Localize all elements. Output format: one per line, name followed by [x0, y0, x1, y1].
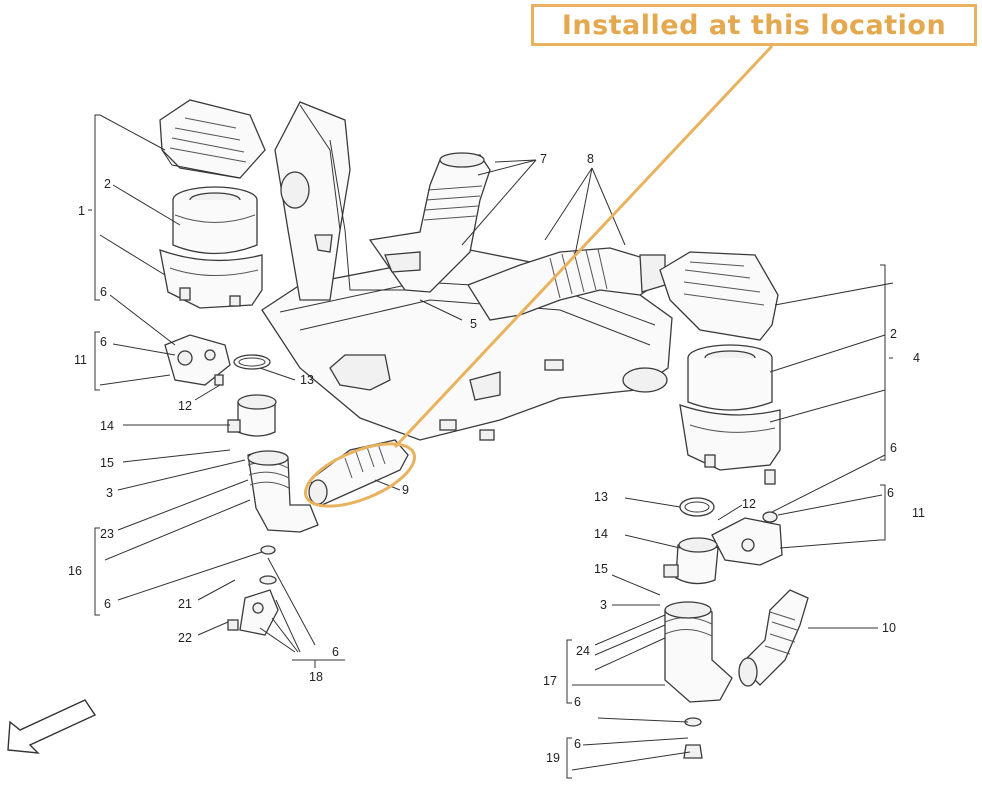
label-13-right: 13 — [594, 490, 608, 504]
label-6-left-a: 6 — [100, 285, 107, 299]
label-21: 21 — [178, 597, 192, 611]
label-23: 23 — [100, 527, 114, 541]
direction-arrow-icon — [7, 699, 97, 754]
location-highlight — [303, 44, 774, 508]
label-16: 16 — [68, 564, 82, 578]
label-15-left: 15 — [100, 456, 114, 470]
label-10: 10 — [882, 621, 896, 635]
bracket-right — [711, 511, 783, 566]
label-9: 9 — [402, 483, 409, 497]
label-6-right-d: 6 — [574, 737, 581, 751]
label-1: 1 — [78, 204, 85, 218]
label-2-right: 2 — [890, 327, 897, 341]
maf-sensor-left — [227, 394, 277, 437]
installed-location-callout: Installed at this location — [531, 4, 977, 46]
bracket-left — [164, 334, 231, 386]
label-6-left-b: 6 — [100, 335, 107, 349]
label-17: 17 — [543, 674, 557, 688]
air-box-lower-right — [679, 404, 781, 485]
label-8: 8 — [587, 152, 594, 166]
label-22: 22 — [178, 631, 192, 645]
label-14-right: 14 — [594, 527, 608, 541]
intake-tube-right — [664, 601, 733, 759]
air-filter-element-left — [172, 186, 258, 255]
seal-ring-left — [233, 354, 271, 370]
label-6-right-b: 6 — [887, 486, 894, 500]
label-13-left: 13 — [300, 373, 314, 387]
air-box-lower-left — [159, 249, 263, 309]
intake-tube-left — [247, 450, 319, 555]
label-19: 19 — [546, 751, 560, 765]
label-6-right-c: 6 — [574, 695, 581, 709]
label-12-right: 12 — [742, 497, 756, 511]
air-duct-hose-right — [467, 247, 666, 321]
part-labels: 2 1 6 6 11 12 13 14 15 3 23 16 6 21 22 6… — [68, 152, 925, 765]
label-6-right-a: 6 — [890, 441, 897, 455]
air-filter-cover-left — [159, 99, 266, 179]
label-3-right: 3 — [600, 598, 607, 612]
air-filter-element-right — [687, 344, 773, 411]
label-15-right: 15 — [594, 562, 608, 576]
label-12-left: 12 — [178, 399, 192, 413]
label-11-right: 11 — [912, 506, 925, 520]
label-14-left: 14 — [100, 419, 114, 433]
label-3-left: 3 — [106, 486, 113, 500]
label-7: 7 — [540, 152, 547, 166]
label-11-left: 11 — [74, 353, 87, 367]
label-2-left: 2 — [104, 177, 111, 191]
leader-lines — [88, 114, 894, 779]
intake-hose-9 — [308, 439, 409, 506]
label-6-left-c: 6 — [104, 597, 111, 611]
maf-sensor-right — [663, 537, 719, 585]
intake-hose-10 — [738, 589, 809, 687]
seal-ring-right — [679, 497, 715, 517]
air-duct-hose-center — [368, 152, 491, 293]
label-4: 4 — [913, 351, 920, 365]
bracket-assembly-left — [227, 575, 279, 636]
label-5: 5 — [470, 317, 477, 331]
label-6-left-d: 6 — [332, 645, 339, 659]
label-24: 24 — [576, 644, 590, 658]
label-18: 18 — [309, 670, 323, 684]
air-filter-cover-right — [659, 251, 779, 341]
